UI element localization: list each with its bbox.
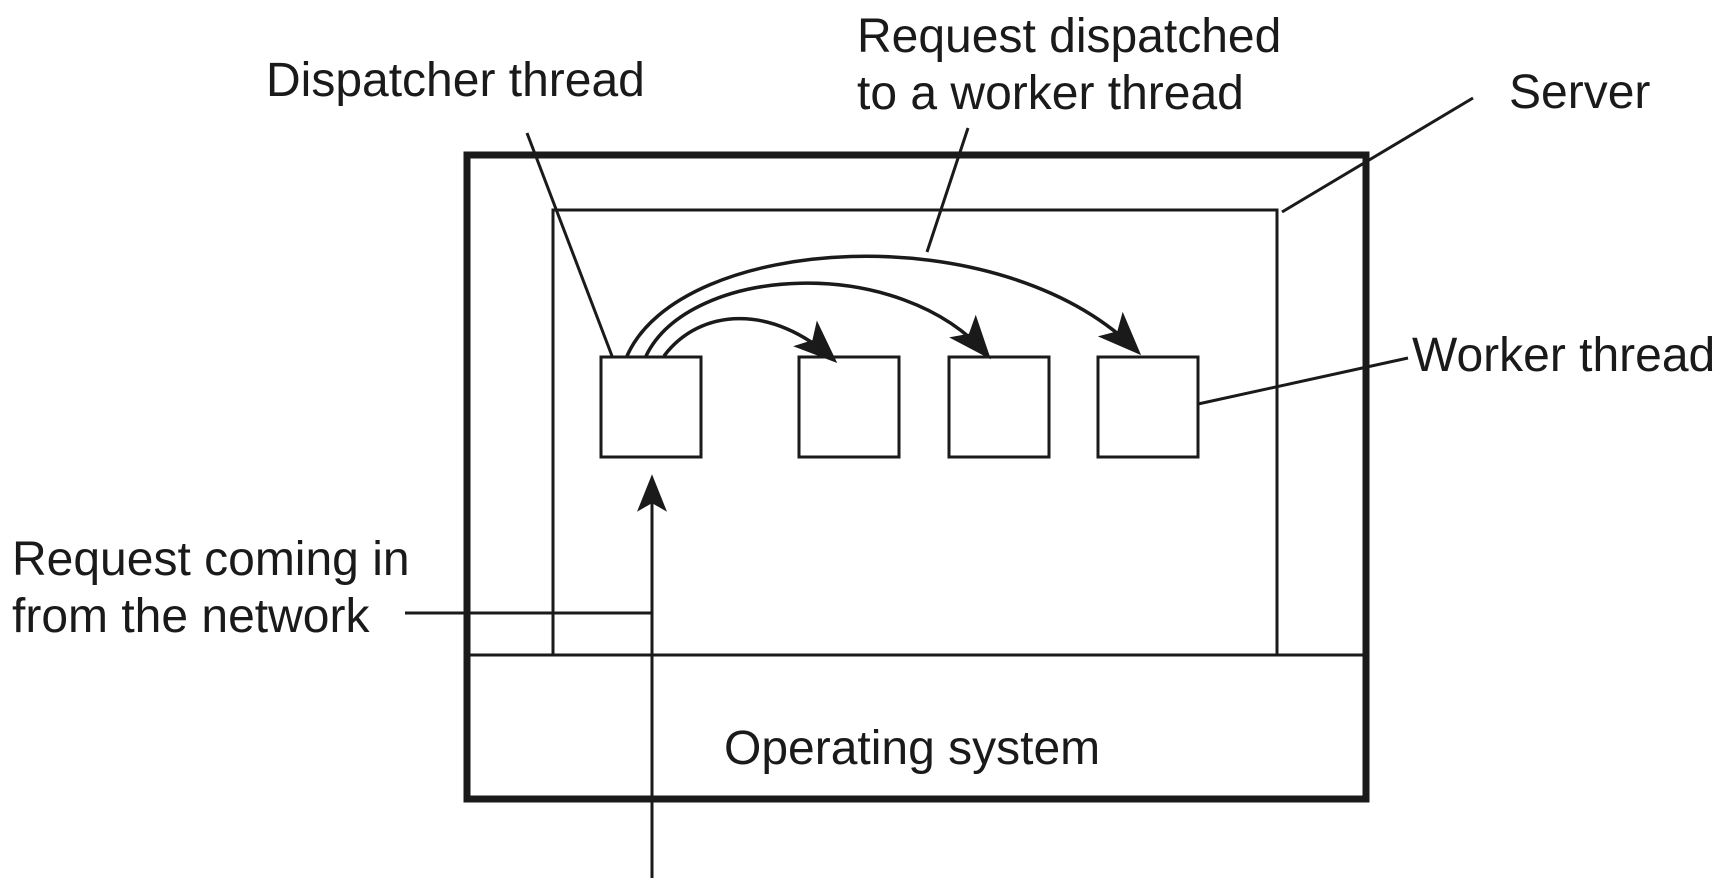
dispatcher-thread-square xyxy=(599,355,703,459)
server-label-leader-line xyxy=(1281,96,1474,214)
server-label: Server xyxy=(1509,66,1651,119)
dispatcher-label-leader-line xyxy=(525,132,614,357)
worker-thread-square-2 xyxy=(947,355,1051,459)
dispatch-arrow-1 xyxy=(662,317,838,363)
server-machine-box xyxy=(463,151,1370,803)
worker-thread-square-3 xyxy=(1096,355,1200,459)
dispatcher-thread-label: Dispatcher thread xyxy=(266,54,645,107)
dispatch-arrow-3 xyxy=(625,254,1142,357)
worker-thread-label: Worker thread xyxy=(1412,329,1716,382)
worker-label-leader-line xyxy=(1197,356,1409,406)
request-coming-in-label: Request coming in from the network xyxy=(12,533,410,643)
operating-system-label: Operating system xyxy=(724,722,1101,775)
worker-thread-square-1 xyxy=(797,355,901,459)
request-dispatched-label-leader-line xyxy=(925,127,970,253)
request-dispatched-label: Request dispatched to a worker thread xyxy=(857,10,1282,120)
dispatch-arrow-2 xyxy=(644,281,991,360)
